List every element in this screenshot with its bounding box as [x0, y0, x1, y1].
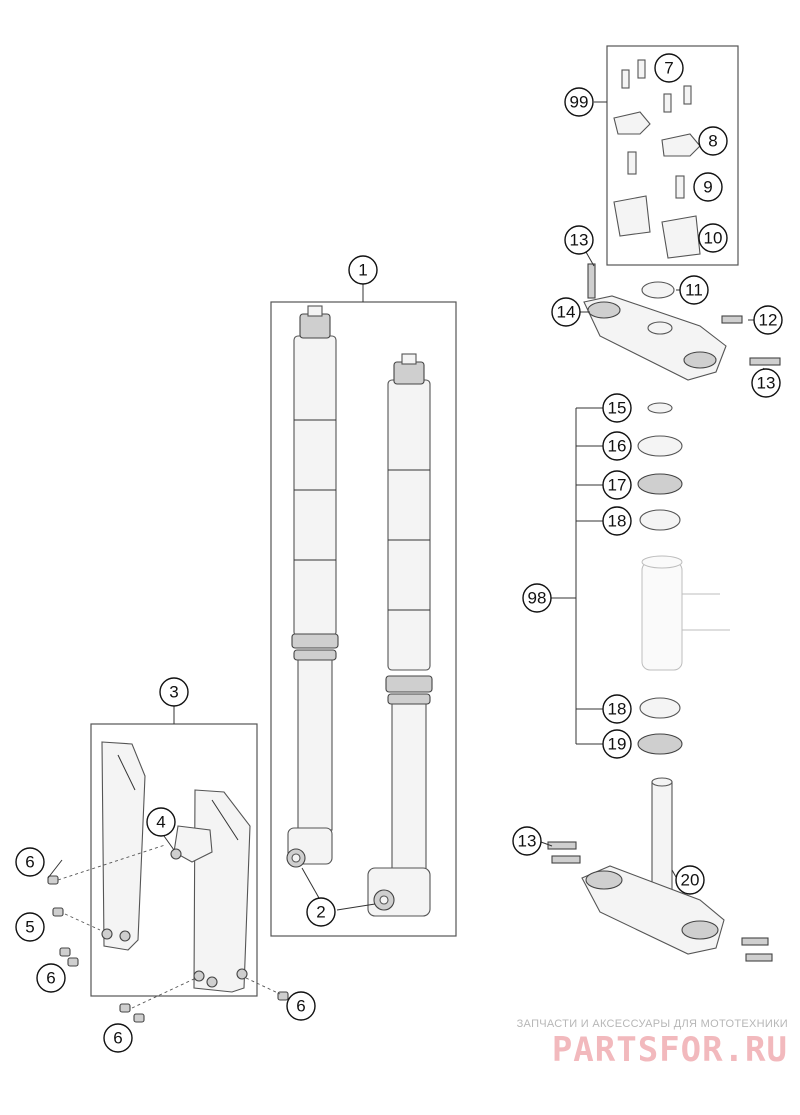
callout-3: 3 — [159, 677, 189, 707]
svg-text:10: 10 — [704, 229, 723, 248]
lower-triple-clamp — [547, 777, 773, 962]
callout-16: 16 — [602, 431, 632, 461]
fork-leg-left — [286, 305, 339, 868]
svg-text:2: 2 — [316, 903, 325, 922]
svg-text:13: 13 — [757, 374, 776, 393]
svg-text:6: 6 — [113, 1029, 122, 1048]
upper-triple-clamp — [583, 263, 781, 381]
svg-text:18: 18 — [608, 700, 627, 719]
callout-6-d: 6 — [286, 991, 316, 1021]
callout-12: 12 — [753, 305, 783, 335]
svg-text:4: 4 — [156, 813, 165, 832]
watermark-tagline: ЗАПЧАСТИ И АКСЕССУАРЫ ДЛЯ МОТОТЕХНИКИ — [516, 1018, 788, 1030]
callout-6-b: 6 — [36, 963, 66, 993]
guard-screws — [47, 844, 289, 1023]
svg-text:3: 3 — [169, 683, 178, 702]
svg-text:8: 8 — [708, 132, 717, 151]
svg-text:6: 6 — [296, 997, 305, 1016]
frame-clamp-kit — [606, 45, 739, 266]
svg-text:18: 18 — [608, 512, 627, 531]
leader-lines — [47, 101, 765, 911]
callout-18-b: 18 — [602, 694, 632, 724]
callout-4: 4 — [146, 807, 176, 837]
callout-2: 2 — [306, 897, 336, 927]
svg-text:6: 6 — [25, 853, 34, 872]
svg-text:11: 11 — [685, 281, 703, 300]
svg-text:5: 5 — [25, 918, 34, 937]
watermark-logo: PARTSFOR.RU — [551, 1030, 788, 1070]
callout-14: 14 — [551, 297, 581, 327]
callout-11: 11 — [679, 275, 709, 305]
callout-15: 15 — [602, 393, 632, 423]
svg-text:13: 13 — [570, 231, 589, 250]
svg-text:17: 17 — [608, 476, 627, 495]
svg-text:16: 16 — [608, 437, 627, 456]
callout-1: 1 — [348, 255, 378, 285]
callout-99: 99 — [564, 87, 594, 117]
callout-19: 19 — [602, 729, 632, 759]
svg-text:6: 6 — [46, 969, 55, 988]
callout-8: 8 — [698, 126, 728, 156]
callout-13-c: 13 — [512, 826, 542, 856]
svg-text:98: 98 — [528, 589, 547, 608]
clamp-kit-parts — [613, 59, 701, 259]
fork-leg-right — [367, 353, 433, 917]
callout-13-b: 13 — [751, 368, 781, 398]
svg-text:13: 13 — [518, 832, 537, 851]
svg-text:9: 9 — [703, 178, 712, 197]
callout-6-c: 6 — [103, 1023, 133, 1053]
callout-5: 5 — [15, 912, 45, 942]
svg-text:15: 15 — [608, 399, 627, 418]
callout-98: 98 — [522, 583, 552, 613]
svg-text:19: 19 — [608, 735, 627, 754]
fork-guard-right — [193, 789, 251, 993]
svg-text:1: 1 — [358, 261, 367, 280]
svg-text:7: 7 — [664, 59, 673, 78]
svg-text:14: 14 — [557, 303, 576, 322]
callout-13-a: 13 — [564, 225, 594, 255]
callout-20: 20 — [675, 865, 705, 895]
callout-18-a: 18 — [602, 506, 632, 536]
svg-text:99: 99 — [570, 93, 589, 112]
callout-6-a: 6 — [15, 847, 45, 877]
guard-bracket — [170, 825, 213, 863]
callout-17: 17 — [602, 470, 632, 500]
callout-9: 9 — [693, 172, 723, 202]
fork-guard-left — [101, 741, 146, 951]
callout-10: 10 — [698, 223, 728, 253]
callout-7: 7 — [654, 53, 684, 83]
bearing-stack — [637, 402, 730, 755]
svg-text:12: 12 — [759, 311, 778, 330]
svg-text:20: 20 — [681, 871, 700, 890]
